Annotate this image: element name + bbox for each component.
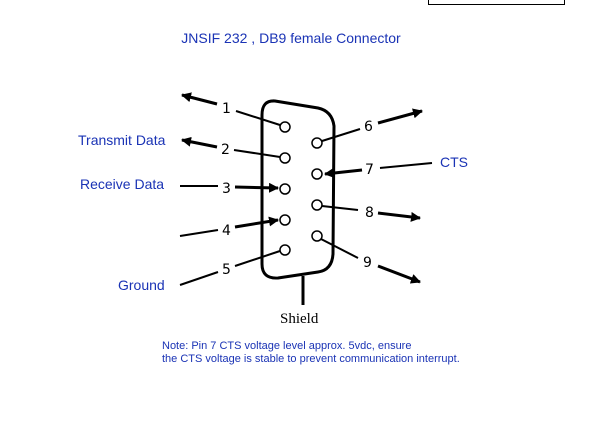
pin1-lead <box>235 110 281 126</box>
receive-data-label: Receive Data <box>80 176 165 192</box>
diagram-title: JNSIF 232 , DB9 female Connector <box>181 30 401 46</box>
ground-label: Ground <box>118 277 165 293</box>
transmit-data-label: Transmit Data <box>78 132 166 148</box>
pin2-arrow <box>181 136 218 149</box>
pin-number-1: 1 <box>222 101 231 117</box>
pin-number-8: 8 <box>365 205 374 221</box>
pin9-lead <box>320 238 359 259</box>
pin7-line-right <box>379 162 433 169</box>
pin5-line-left <box>179 271 219 286</box>
pin5-line-right <box>234 250 281 267</box>
pin-number-6: 6 <box>364 119 373 135</box>
pin3-arrow <box>234 182 279 193</box>
pin2-lead <box>233 149 281 158</box>
pin-number-7: 7 <box>365 162 374 178</box>
pin7-arrow <box>324 168 363 179</box>
pin-hole-8 <box>311 199 323 211</box>
pin-hole-7 <box>311 168 323 180</box>
connector-body <box>260 99 336 280</box>
note-line-2: the CTS voltage is stable to prevent com… <box>162 353 460 365</box>
pin-hole-9 <box>311 230 323 242</box>
cts-label: CTS <box>440 154 468 170</box>
pin6-arrow <box>377 108 423 125</box>
pin1-arrow <box>181 92 218 106</box>
note-line-1: Note: Pin 7 CTS voltage level approx. 5v… <box>162 340 412 352</box>
pin4-arrow <box>234 216 279 229</box>
pin4-line-left <box>179 229 219 237</box>
pin-hole-3 <box>279 183 291 195</box>
pin8-arrow <box>377 211 421 222</box>
pin-number-3: 3 <box>222 181 231 197</box>
pin8-lead <box>321 205 359 211</box>
pin-number-9: 9 <box>363 255 372 271</box>
top-right-box <box>428 0 565 5</box>
shield-label: Shield <box>280 311 319 327</box>
pin9-arrow <box>377 264 421 284</box>
pin-hole-1 <box>279 121 291 133</box>
pin-number-4: 4 <box>222 223 231 239</box>
pin-number-2: 2 <box>221 142 230 158</box>
pin-hole-4 <box>279 214 291 226</box>
note: Note: Pin 7 CTS voltage level approx. 5v… <box>162 340 460 366</box>
pin-number-5: 5 <box>222 262 231 278</box>
pin-hole-6 <box>311 137 323 149</box>
pin-hole-5 <box>279 244 291 256</box>
pin-hole-2 <box>279 152 291 164</box>
pin6-lead <box>321 128 361 142</box>
